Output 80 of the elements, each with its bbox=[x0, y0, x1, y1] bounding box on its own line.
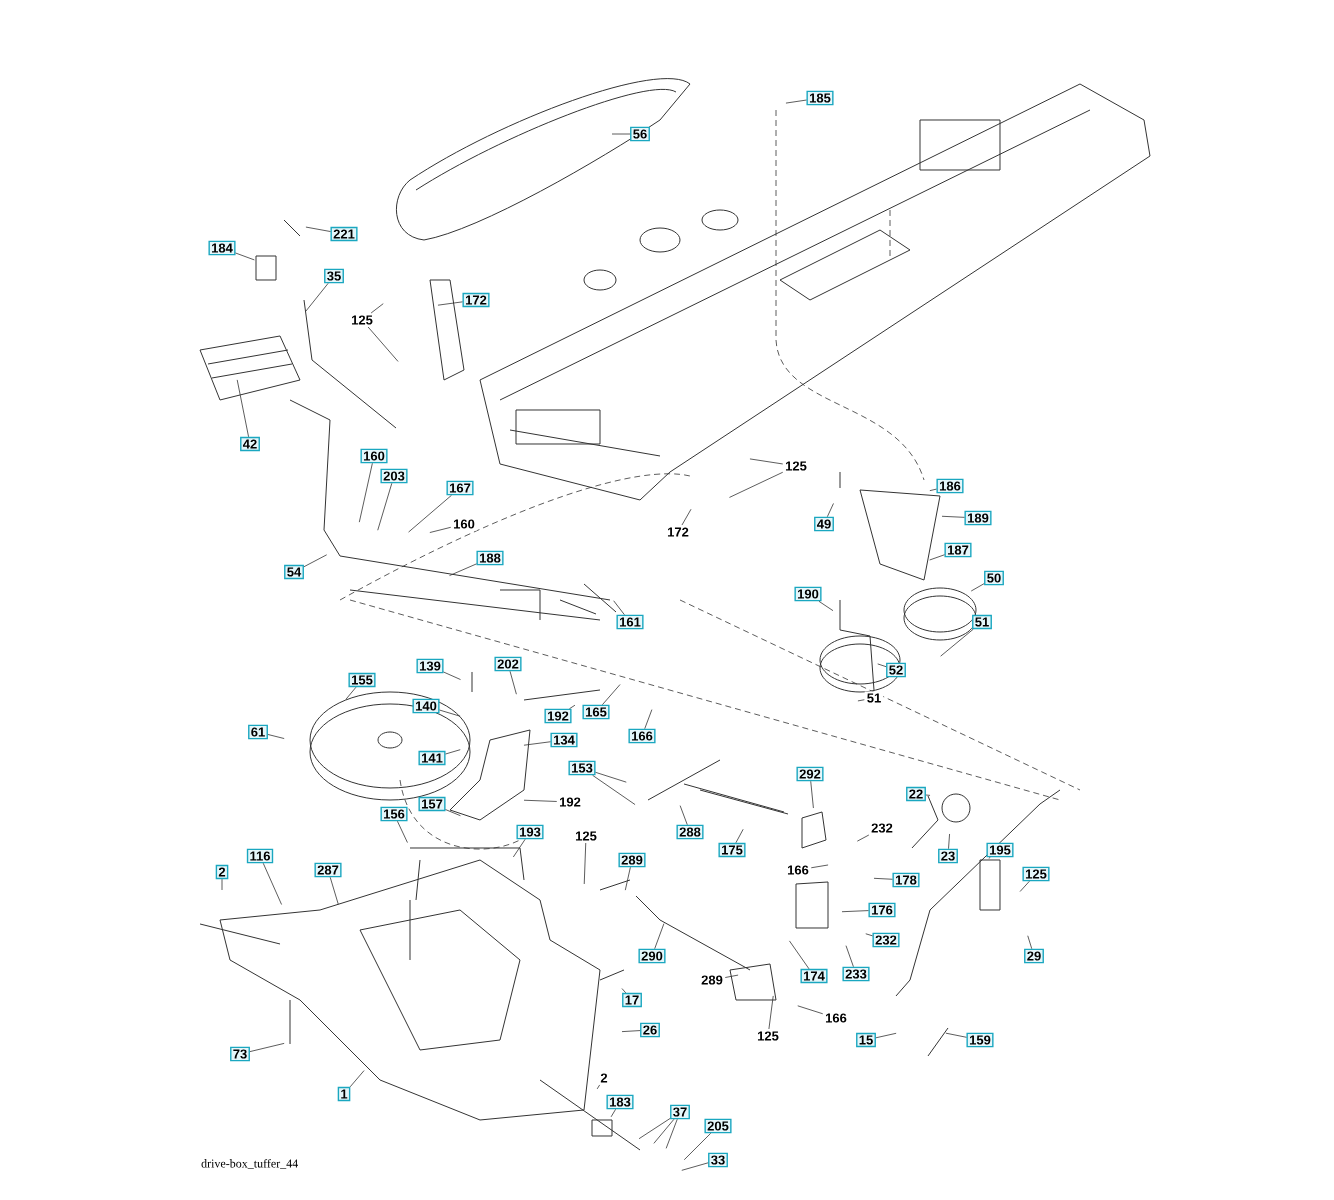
leader-line bbox=[948, 833, 950, 850]
leader-line bbox=[865, 933, 873, 937]
leader-line bbox=[654, 923, 665, 950]
leader-line bbox=[768, 995, 774, 1030]
leader-line bbox=[621, 1030, 641, 1033]
leader-line bbox=[249, 1043, 285, 1052]
leader-line bbox=[613, 600, 625, 616]
leader-line bbox=[221, 878, 223, 891]
leader-line bbox=[797, 1005, 824, 1015]
leader-line bbox=[592, 774, 636, 805]
leader-line bbox=[941, 515, 965, 518]
leader-line bbox=[873, 877, 893, 880]
leader-line bbox=[305, 282, 329, 312]
leader-line bbox=[429, 526, 452, 533]
leader-line bbox=[443, 671, 461, 680]
leader-line bbox=[512, 838, 526, 858]
leader-line bbox=[523, 741, 551, 746]
leader-line bbox=[679, 805, 688, 826]
leader-line bbox=[445, 809, 461, 817]
leader-line bbox=[810, 864, 829, 869]
leader-line bbox=[749, 458, 784, 465]
leader-line bbox=[877, 663, 887, 668]
leader-line bbox=[724, 974, 739, 978]
leader-line bbox=[856, 834, 870, 842]
leader-line bbox=[683, 1132, 712, 1161]
leader-line bbox=[377, 482, 393, 531]
leader-line bbox=[569, 704, 576, 710]
leader-line bbox=[345, 686, 357, 700]
leader-line bbox=[397, 820, 408, 843]
leader-line bbox=[810, 780, 814, 809]
leader-line bbox=[262, 862, 282, 905]
leader-line bbox=[370, 303, 384, 314]
leader-line bbox=[857, 699, 865, 702]
leader-line bbox=[437, 301, 463, 306]
leader-line bbox=[358, 462, 373, 523]
leader-line bbox=[789, 940, 810, 970]
leader-line bbox=[681, 508, 692, 526]
leader-line bbox=[235, 252, 255, 261]
leader-line bbox=[665, 1118, 678, 1149]
leader-line bbox=[940, 628, 974, 657]
leader-line bbox=[929, 488, 937, 492]
leader-line bbox=[735, 828, 744, 844]
leader-line bbox=[595, 771, 627, 783]
leader-line bbox=[596, 1084, 601, 1090]
leader-line bbox=[970, 583, 985, 592]
leader-line bbox=[439, 709, 461, 717]
leader-line bbox=[925, 794, 931, 796]
leader-line bbox=[826, 503, 834, 518]
leader-line bbox=[236, 379, 249, 438]
leader-line bbox=[841, 910, 869, 913]
leader-line bbox=[445, 749, 461, 755]
leader-line bbox=[509, 670, 517, 695]
leader-line bbox=[945, 1032, 967, 1038]
leader-line bbox=[644, 709, 653, 730]
leader-line bbox=[303, 554, 328, 568]
leader-line bbox=[1027, 935, 1033, 950]
leader-line bbox=[408, 494, 452, 533]
leader-line bbox=[523, 799, 558, 802]
leader-line bbox=[785, 99, 807, 104]
leader-line bbox=[624, 866, 631, 891]
leader-line bbox=[1019, 880, 1030, 892]
leader-line bbox=[367, 326, 399, 362]
leader-line bbox=[818, 600, 834, 612]
leader-line bbox=[845, 945, 854, 968]
leader-line bbox=[929, 554, 945, 561]
leader-line bbox=[621, 988, 627, 994]
leader-line bbox=[653, 1118, 675, 1144]
leader-line bbox=[583, 842, 587, 885]
leader-line bbox=[610, 1108, 616, 1118]
leader-line bbox=[602, 684, 621, 706]
leader-line bbox=[638, 1118, 671, 1140]
leader-line bbox=[329, 876, 339, 905]
leader-line bbox=[611, 133, 631, 135]
leader-line bbox=[449, 563, 477, 576]
leader-line bbox=[875, 1032, 897, 1039]
leader-line bbox=[681, 1162, 709, 1171]
leader-line bbox=[305, 226, 331, 232]
leader-line bbox=[267, 734, 285, 739]
leader-line bbox=[349, 1070, 365, 1088]
leader-line bbox=[729, 471, 784, 498]
